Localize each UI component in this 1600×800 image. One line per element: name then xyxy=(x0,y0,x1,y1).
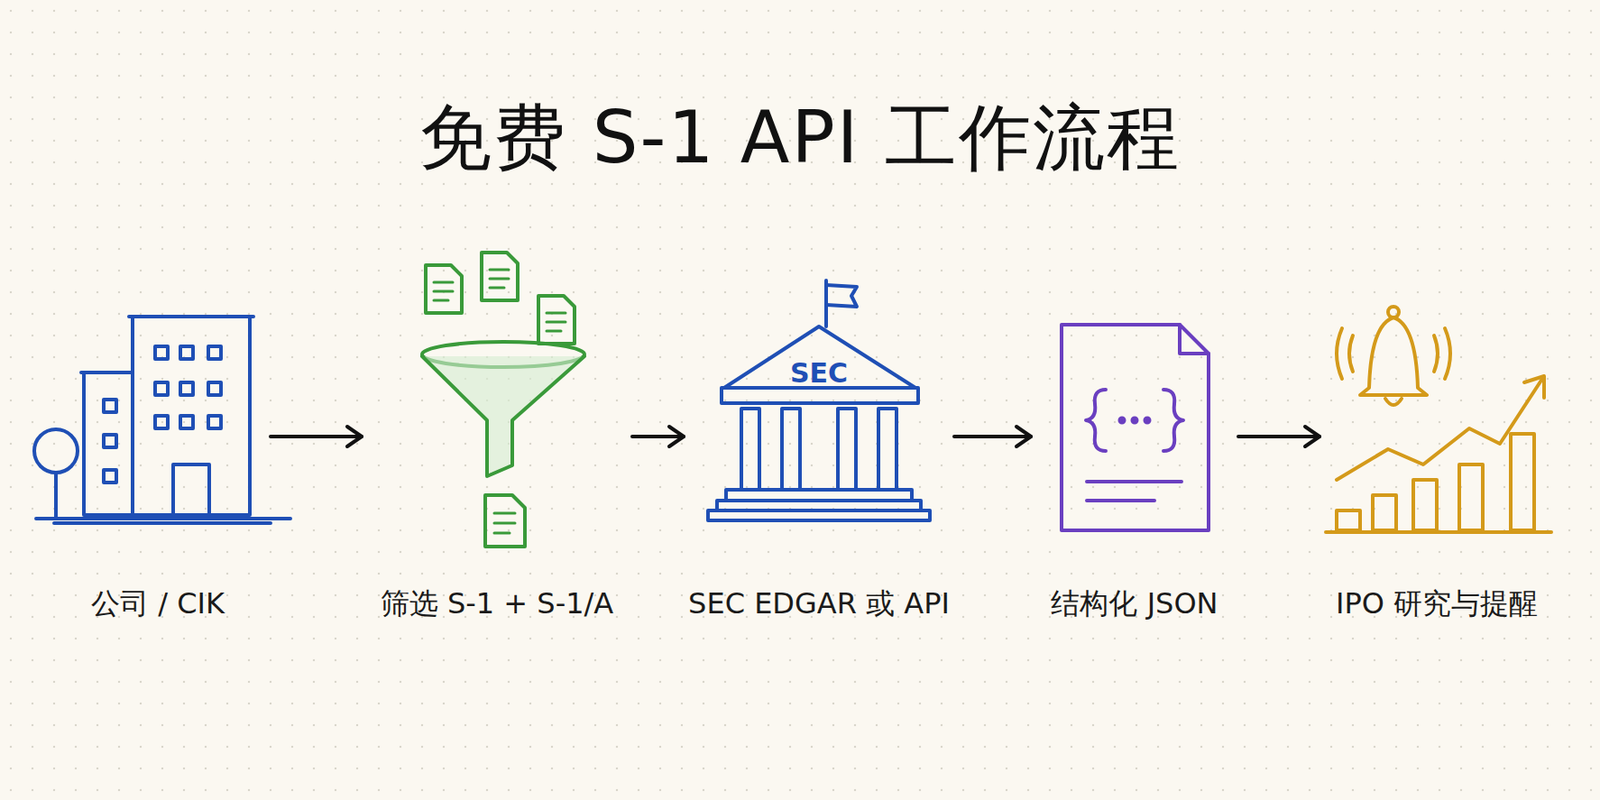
arrow-line xyxy=(1238,434,1320,439)
column xyxy=(837,408,856,490)
roof-line xyxy=(128,314,254,319)
bar xyxy=(1459,464,1483,531)
right-brace xyxy=(1163,389,1184,451)
diagram-title: 免费 S-1 API 工作流程 xyxy=(0,90,1600,188)
window xyxy=(155,346,168,359)
side-building xyxy=(83,372,133,515)
bar xyxy=(1510,433,1535,531)
door xyxy=(173,464,210,515)
ground-line xyxy=(36,518,291,524)
main-building xyxy=(132,316,250,515)
column xyxy=(741,408,760,490)
document-icon xyxy=(425,265,462,313)
window xyxy=(103,469,117,483)
arrow-line xyxy=(270,434,362,439)
bar xyxy=(1413,479,1437,531)
funnel-body xyxy=(422,356,585,477)
window xyxy=(155,415,168,429)
bar xyxy=(1336,510,1361,531)
arrow-head xyxy=(347,426,362,447)
workflow-step: IPO 研究与提醒 xyxy=(1319,297,1555,632)
window xyxy=(180,346,194,359)
arrow-head xyxy=(1016,426,1031,447)
document-outline xyxy=(485,495,525,547)
left-brace xyxy=(1085,389,1106,451)
window xyxy=(155,382,168,396)
arrow-head xyxy=(1305,426,1320,447)
sound-wave xyxy=(1434,328,1451,379)
company-icon xyxy=(34,316,291,524)
roof-line xyxy=(81,370,133,375)
document-outline xyxy=(481,252,518,301)
bell-clapper xyxy=(1385,398,1402,405)
workflow-step: 筛选 S-1 + S-1/A xyxy=(361,297,633,632)
text-lines xyxy=(1086,481,1182,501)
step-caption: SEC EDGAR 或 API xyxy=(683,584,955,625)
window xyxy=(180,382,194,396)
ellipsis-dot xyxy=(1132,418,1138,423)
column xyxy=(781,408,800,490)
document-icon xyxy=(481,252,518,301)
flow-arrow xyxy=(632,426,684,447)
icon-label: SEC xyxy=(683,357,955,389)
step-caption: IPO 研究与提醒 xyxy=(1319,584,1555,625)
arrow-head xyxy=(669,426,684,447)
column xyxy=(878,408,897,490)
window xyxy=(103,434,117,448)
flow-arrow xyxy=(270,426,362,447)
ellipsis-dot xyxy=(1145,418,1150,423)
document-icon xyxy=(538,295,575,344)
alert-chart-icon xyxy=(1325,306,1552,533)
flag xyxy=(826,285,857,307)
document-lines xyxy=(494,513,515,534)
document-outline xyxy=(425,265,462,313)
step xyxy=(708,510,930,521)
page-fold xyxy=(1179,324,1209,354)
json-document-icon xyxy=(1061,324,1209,531)
bar xyxy=(1372,495,1397,531)
window xyxy=(103,399,117,413)
flow-arrow xyxy=(1238,426,1320,447)
filter-icon xyxy=(422,252,585,547)
tree-trunk xyxy=(54,472,58,517)
document-icon xyxy=(485,495,525,547)
step-caption: 结构化 JSON xyxy=(1030,584,1239,625)
step-caption: 筛选 S-1 + S-1/A xyxy=(361,584,633,625)
chart-baseline xyxy=(1325,530,1552,534)
arrow-line xyxy=(632,434,684,439)
document-lines xyxy=(489,269,509,288)
workflow-step: 公司 / CIK xyxy=(45,297,271,632)
ellipsis-dot xyxy=(1120,418,1125,423)
trend-arrowhead xyxy=(1524,376,1545,398)
workflow-step: SEC SEC EDGAR 或 API xyxy=(683,297,955,632)
window xyxy=(180,415,194,429)
flow-arrow xyxy=(954,426,1031,447)
sound-wave xyxy=(1336,328,1353,379)
document-outline xyxy=(538,295,575,344)
workflow-step: 结构化 JSON xyxy=(1030,297,1239,632)
window xyxy=(208,382,221,396)
step-caption: 公司 / CIK xyxy=(45,584,271,625)
tree-crown xyxy=(34,429,78,473)
trend-line xyxy=(1336,378,1543,480)
bell-body xyxy=(1360,317,1427,396)
document-lines xyxy=(433,282,453,301)
sec-building-icon xyxy=(708,280,930,521)
arrow-line xyxy=(954,434,1031,439)
document-outline xyxy=(1061,324,1209,531)
document-lines xyxy=(546,312,566,332)
window xyxy=(208,346,221,359)
window xyxy=(208,415,221,429)
entablature xyxy=(721,387,919,404)
